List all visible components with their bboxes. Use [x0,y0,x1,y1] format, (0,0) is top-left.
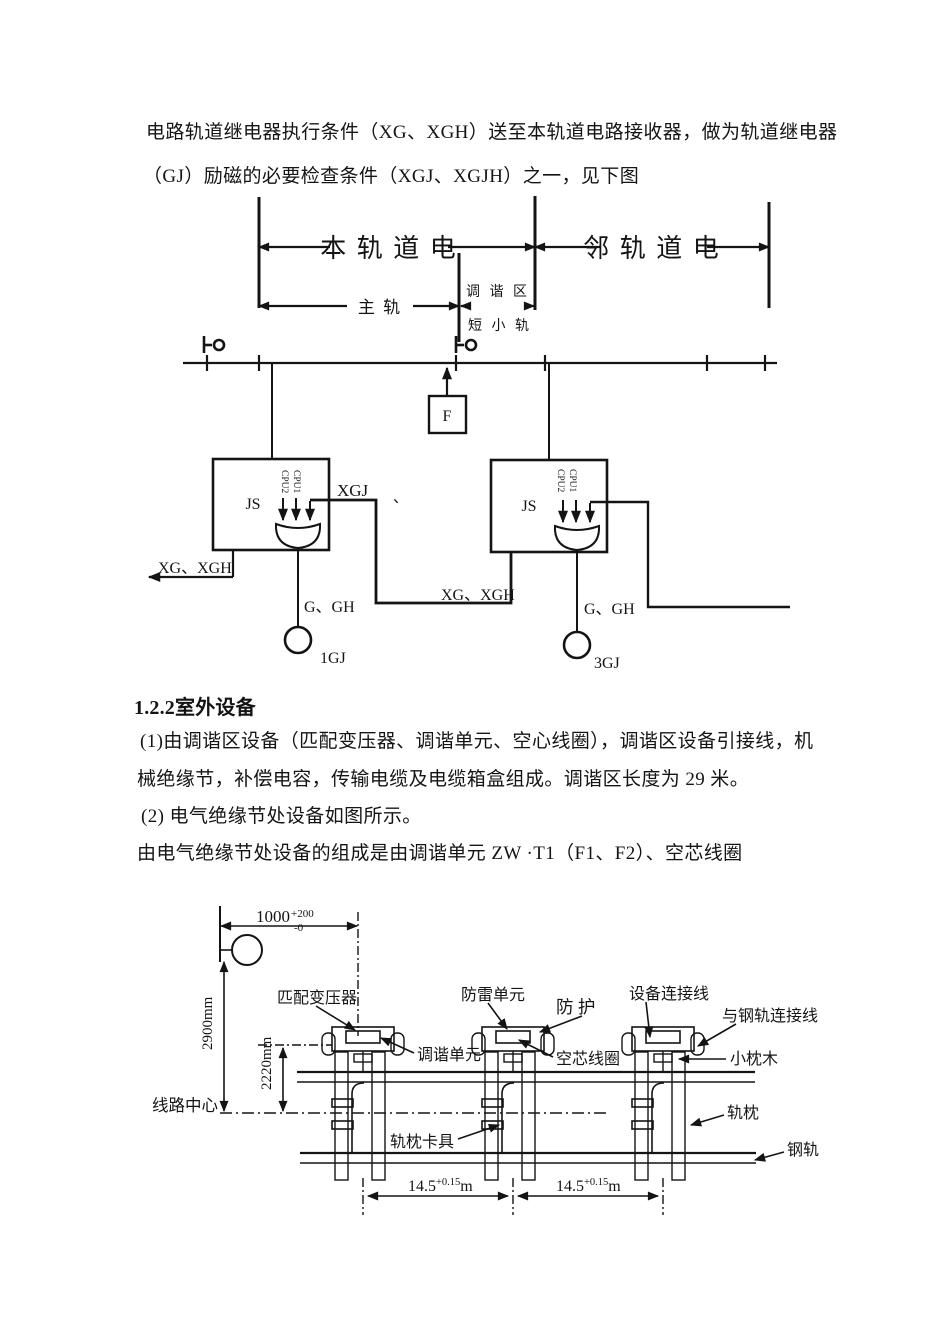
section-heading: 1.2.2室外设备 [134,697,256,719]
sleeper-clamp-label: 轨枕卡具 [390,1133,454,1151]
track-section-figure: 本 轨 道 电 邻 轨 道 电 主 轨 调 谐 区 短 小 轨 [257,196,771,342]
item1-line-1: (1)由调谐区设备（匹配变压器、调谐单元、空心线圈），调谐区设备引接线，机 [140,731,814,752]
label-short-rail: 短 小 轨 [468,318,532,334]
equipment-column-3 [621,1026,705,1181]
cpu1-label: CPU1 [291,470,301,493]
equipment-column-2 [471,1026,555,1181]
span-dimensions: 14.5+0.15m 14.5+0.15m [362,1177,664,1215]
label-this-track: 本 轨 道 电 [320,234,458,263]
lightning-unit-label: 防雷单元 [461,986,525,1004]
offset-tol-plus: +200 [291,908,314,920]
offset-tol-minus: -0 [294,922,304,934]
label-main-rail: 主 轨 [358,298,402,317]
small-sleeper-label: 小枕木 [730,1050,778,1068]
relay-3gj: G、GH 3GJ [562,550,635,672]
signal-mast [219,906,263,966]
offset-value: 1000 [256,907,290,926]
installation-figure: 1000 +200 -0 2900mm 2220mm 线路中心 [152,906,819,1215]
relay-1gj: G、GH 1GJ [283,548,355,667]
cpu2-label: CPU2 [279,470,289,493]
equip-height-value: 2220mm [259,1036,275,1090]
g-gh-label: G、GH [584,601,635,618]
span-value-1: 14.5+0.15m [408,1177,473,1195]
f-label: F [443,408,452,425]
far-rail [300,1151,756,1164]
item2-line: (2) 电气绝缘节处设备如图所示。 [141,806,422,827]
js-box-left: JS CPU2 CPU1 [211,457,331,552]
signal-height-value: 2900mm [200,996,216,1050]
callouts: 匹配变压器 防雷单元 防 护 设备连接线 与钢轨连接线 调谐单元 空芯线圈 小枕… [277,985,819,1162]
item1-line-2: 械绝缘节，补偿电容，传输电缆及电缆箱盒组成。调谐区长度为 29 米。 [137,769,750,790]
span-value-2: 14.5+0.15m [556,1177,621,1195]
signal-height-dimension: 2900mm [200,960,229,1113]
label-tuning-zone: 调 谐 区 [466,284,530,300]
pause-mark: 、 [393,490,408,506]
relay1-label: 1GJ [320,650,346,667]
device-cable-label: 设备连接线 [629,985,709,1003]
protection-label: 防 护 [556,997,595,1017]
label-adjacent-track: 邻 轨 道 电 [583,234,721,263]
rail-line [183,355,777,371]
matching-transformer-label: 匹配变压器 [277,989,357,1007]
cpu2-label: CPU2 [555,469,565,492]
js-box-right: JS CPU2 CPU1 [489,458,609,554]
input-arrows [278,498,315,522]
dimension-arrows [257,242,771,311]
xgj-label: XGJ [337,481,369,500]
near-rail [297,1070,755,1083]
xg-xgh-mid-label: XG、XGH [441,587,515,604]
insulated-joint-icon [202,336,226,353]
intro-line-1: 电路轨道继电器执行条件（XG、XGH）送至本轨道电路接收器，做为轨道继电器 [146,122,838,143]
gate-shape [553,524,601,552]
input-arrows [558,500,595,524]
equip-height-dimension: 2220mm [258,1036,332,1113]
js-label: JS [521,498,536,515]
xg-xgh-out-label: XG、XGH [158,560,232,577]
rail-cable-label: 与钢轨连接线 [722,1007,818,1025]
steel-rail-label: 钢轨 [787,1141,819,1159]
offset-dimension: 1000 +200 -0 [219,907,359,1036]
relay3-label: 3GJ [594,655,620,672]
section-boundary-lines [257,196,771,342]
tuning-unit-label: 调谐单元 [417,1046,481,1064]
right-output-wire [590,500,790,609]
insulated-joint-icon [454,336,478,353]
cpu1-label: CPU1 [567,469,577,492]
gate-shape [274,522,322,550]
g-gh-label: G、GH [304,599,355,616]
equipment-column-1 [321,1026,405,1181]
xg-xgh-out: XG、XGH [147,550,235,582]
xgj-wire [310,498,513,605]
sleeper-label: 轨枕 [727,1104,759,1122]
item3-line: 由电气绝缘节处设备的组成是由调谐单元 ZW ·T1（F1、F2）、空芯线圈 [137,843,743,864]
intro-line-2: （GJ）励磁的必要检查条件（XGJ、XGJH）之一，见下图 [143,166,640,187]
js-label: JS [245,496,260,513]
f-unit: F [427,366,468,435]
receiver-circuit-figure: F JS CPU2 CPU1 JS CPU2 CPU1 XGJ 、 XG、XGH [147,336,790,672]
line-center-label: 线路中心 [152,1096,218,1115]
air-coil-label: 空芯线圈 [556,1050,620,1068]
